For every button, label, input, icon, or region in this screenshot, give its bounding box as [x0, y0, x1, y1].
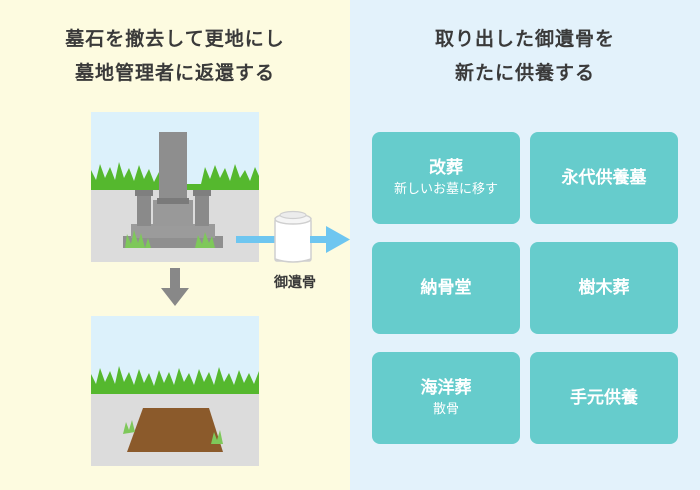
- option-title: 納骨堂: [420, 278, 472, 298]
- left-panel: 墓石を撤去して更地にし 墓地管理者に返還する: [0, 0, 350, 490]
- grave-illustration: [91, 112, 259, 262]
- right-heading-line2: 新たに供養する: [454, 62, 595, 84]
- urn-icon: [274, 210, 312, 263]
- urn-label: 御遺骨: [274, 275, 316, 291]
- down-arrow-icon: [161, 268, 189, 306]
- vacant-lot-scene: [91, 316, 259, 466]
- option-title: 樹木葬: [578, 278, 630, 298]
- vacant-lot-illustration: [91, 316, 259, 466]
- right-panel: 取り出した御遺骨を 新たに供養する 改葬 新しいお墓に移す 永代供養墓 納骨堂 …: [350, 0, 700, 490]
- left-heading-line1: 墓石を撤去して更地にし: [65, 28, 285, 50]
- option-title: 海洋葬: [420, 378, 472, 398]
- right-heading-line1: 取り出した御遺骨を: [434, 28, 615, 50]
- left-heading-line2: 墓地管理者に返還する: [74, 62, 275, 84]
- option-title: 永代供養墓: [561, 168, 647, 188]
- arrow-shaft-left: [236, 236, 276, 243]
- grave-scene: [91, 112, 259, 262]
- urn: [273, 209, 313, 269]
- option-temoto-kuyou: 手元供養: [530, 352, 678, 444]
- option-title: 手元供養: [570, 388, 638, 408]
- option-jumokusou: 樹木葬: [530, 242, 678, 334]
- right-heading: 取り出した御遺骨を 新たに供養する: [350, 22, 700, 90]
- option-kaiyousou: 海洋葬 散骨: [372, 352, 520, 444]
- option-eitai-kuyou: 永代供養墓: [530, 132, 678, 224]
- left-heading: 墓石を撤去して更地にし 墓地管理者に返還する: [0, 22, 350, 90]
- option-noukotsudou: 納骨堂: [372, 242, 520, 334]
- right-arrow-icon: [310, 226, 350, 253]
- option-subtitle: 散骨: [432, 402, 459, 417]
- option-subtitle: 新しいお墓に移す: [393, 182, 498, 197]
- option-kaisou: 改葬 新しいお墓に移す: [372, 132, 520, 224]
- option-title: 改葬: [429, 158, 463, 178]
